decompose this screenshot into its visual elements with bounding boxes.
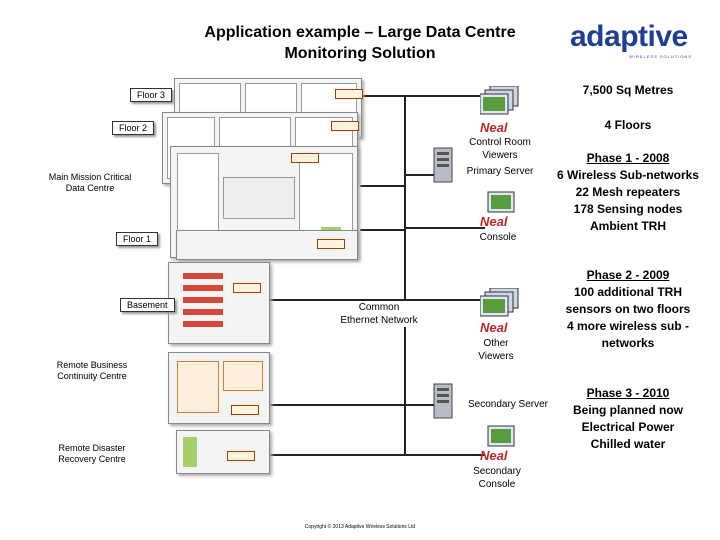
line-floor3 [360,95,406,300]
floor1-plan [176,230,358,260]
copyright: Copyright © 2013 Adaptive Wireless Solut… [304,524,416,530]
phase3-block: Phase 3 - 2010 Being planned now Electri… [556,385,700,453]
main-data-centre-label: Main Mission Critical Data Centre [48,172,132,193]
line-remote-disaster [268,405,406,456]
control-room-label: Control Room Viewers [469,137,531,161]
remote-business-label: Remote Business Continuity Centre [56,360,128,381]
ethernet-network-label: Common Ethernet Network [340,301,418,327]
remote-business-plan [168,352,270,424]
plan-server-hall [223,177,295,219]
phase1-block: Phase 1 - 2008 6 Wireless Sub-networks 2… [557,151,699,233]
sensor-tag [291,153,319,163]
plan-zone-orange [177,361,219,413]
monitor-icon [480,86,519,115]
secondary-console-label: Secondary Console [473,466,521,490]
console-label: Console [479,232,517,243]
sensor-tag [335,89,363,99]
phase1-title: Phase 1 - 2008 [586,151,670,165]
slide-title: Application example – Large Data Centre … [204,24,516,62]
remote-disaster-label: Remote Disaster Recovery Centre [58,443,126,464]
basement-plan [168,262,270,344]
rack-row [183,321,223,327]
phase2-title: Phase 2 - 2009 [586,268,670,282]
phase3-title: Phase 3 - 2010 [586,386,670,400]
neal-logo: Neal [480,448,508,463]
rack-row [183,297,223,303]
secondary-server-label: Secondary Server [467,399,549,410]
floor1-label: Floor 1 [116,232,159,246]
rack-row [183,285,223,291]
sensor-tag [317,239,345,249]
plan-zone-orange [223,361,263,391]
phase2-block: Phase 2 - 2009 100 additional TRH sensor… [556,267,700,352]
neal-logo: Neal [480,214,508,229]
sensor-tag [233,283,261,293]
floors-fact: 4 Floors [604,118,652,132]
floor3-label: Floor 3 [130,88,173,102]
sensor-tag [231,405,259,415]
neal-logo: Neal [480,120,508,135]
monitor-icon [487,191,515,213]
remote-disaster-plan [176,430,270,474]
server-icon [433,383,453,419]
other-viewers-label: Other Viewers [478,338,514,362]
monitor-icon [487,425,515,447]
rack-row [183,309,223,315]
server-icon [433,147,453,183]
floor2-label: Floor 2 [112,121,155,135]
logo-wordmark: adaptive [570,20,688,53]
neal-logo: Neal [480,320,508,335]
sensor-tag [331,121,359,131]
adaptive-logo: adaptive WIRELESS SOLUTIONS [570,20,700,59]
plan-zone-green [183,437,197,467]
rack-row [183,273,223,279]
logo-tagline: WIRELESS SOLUTIONS [629,54,692,59]
monitor-icon [480,288,519,317]
sensor-tag [227,451,255,461]
area-fact: 7,500 Sq Metres [582,83,674,97]
basement-label: Basement [120,298,175,312]
primary-server-label: Primary Server [466,166,534,177]
